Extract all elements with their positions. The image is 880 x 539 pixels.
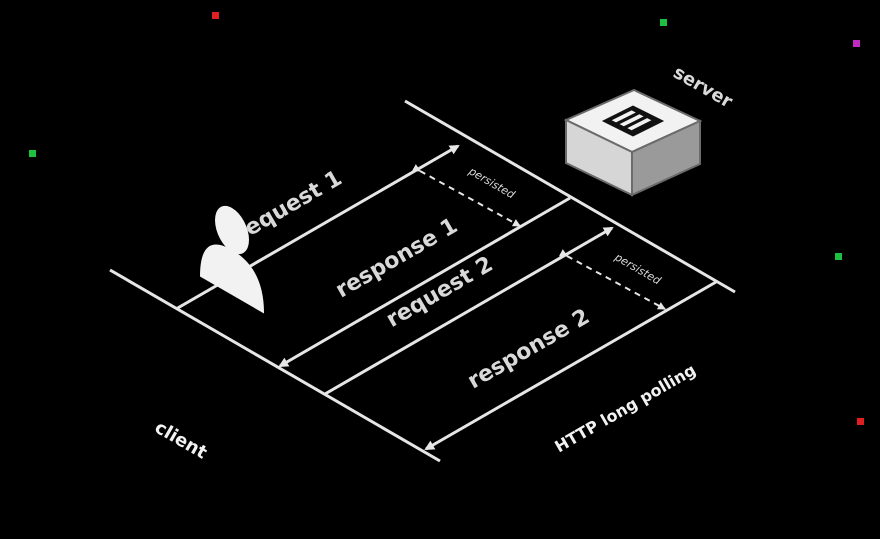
server-icon: [563, 88, 703, 197]
persisted-gap-2-label: persisted: [612, 250, 664, 288]
server-lifeline: [404, 99, 736, 294]
decor-dot: [857, 418, 864, 425]
decor-dot: [212, 12, 219, 19]
diagram-caption: HTTP long polling: [551, 360, 699, 456]
decor-dot: [853, 40, 860, 47]
response-1-arrow: [278, 196, 571, 368]
person-icon: [200, 205, 264, 314]
response-2-arrow: [424, 280, 717, 451]
persisted-gap-1-arrow: [411, 164, 521, 227]
decor-dot: [835, 253, 842, 260]
server-label: server: [670, 62, 737, 113]
persisted-gap-2-arrow: [558, 249, 666, 310]
decor-dot: [29, 150, 36, 157]
decor-dot: [660, 19, 667, 26]
persisted-gap-1-label: persisted: [466, 164, 518, 202]
client-label: client: [151, 417, 211, 464]
response-2-label: response 2: [463, 304, 594, 394]
client-lifeline: [109, 268, 441, 463]
